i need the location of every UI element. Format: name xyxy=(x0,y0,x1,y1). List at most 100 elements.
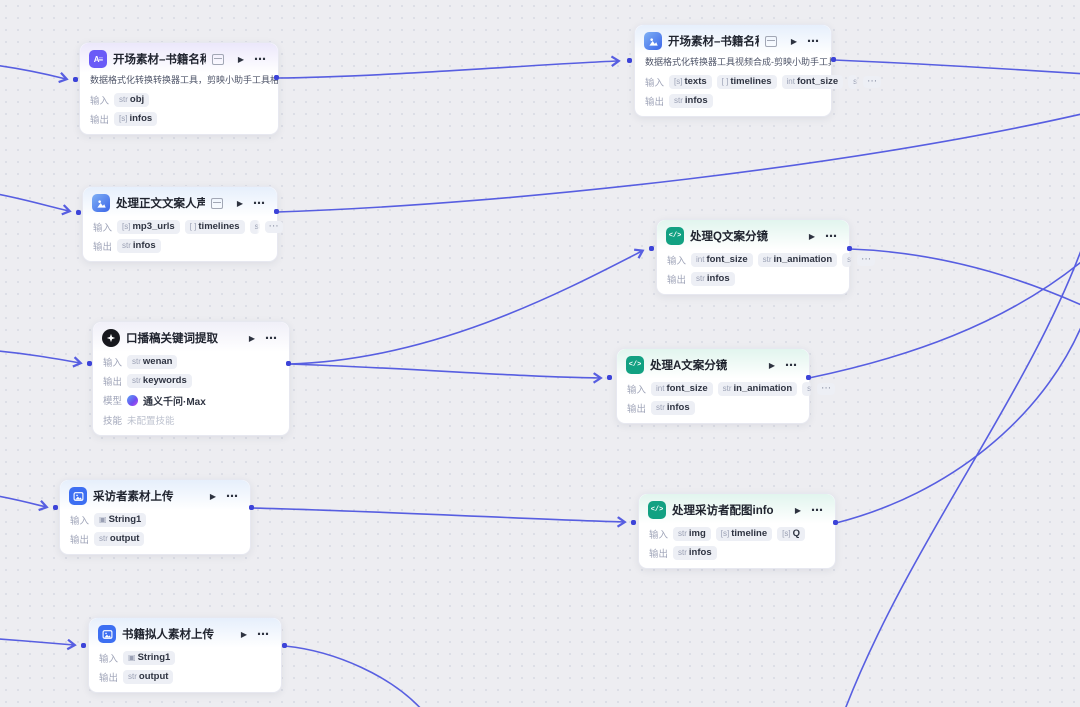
node-menu-button[interactable]: ⋯ xyxy=(257,627,270,641)
output-port[interactable] xyxy=(831,57,836,62)
input-port[interactable] xyxy=(73,77,78,82)
input-port[interactable] xyxy=(627,58,632,63)
param-tag[interactable]: [s]timeline xyxy=(715,526,773,541)
run-node-button[interactable]: ▶ xyxy=(236,198,243,208)
more-params-button[interactable]: ⋯ xyxy=(857,253,876,266)
image-upload-icon xyxy=(69,487,87,505)
run-node-button[interactable]: ▶ xyxy=(237,54,244,64)
run-node-button[interactable]: ▶ xyxy=(768,360,775,370)
edge xyxy=(0,638,74,645)
output-port[interactable] xyxy=(249,505,254,510)
node-card-kaichang-guiyihua[interactable]: A≡ 开场素材–书籍名称数据归一化 ▶ ⋯ 数据格式化转换转换器工具，剪映小助手… xyxy=(79,42,279,135)
more-params-button[interactable]: ⋯ xyxy=(863,75,882,88)
code-icon: </> xyxy=(666,227,684,245)
node-menu-button[interactable]: ⋯ xyxy=(811,503,824,517)
edge xyxy=(288,251,642,365)
node-menu-button[interactable]: ⋯ xyxy=(226,489,239,503)
edge xyxy=(0,350,80,363)
more-params-button[interactable]: ⋯ xyxy=(817,382,836,395)
param-tag[interactable]: [s]texts xyxy=(669,74,712,89)
node-menu-button[interactable]: ⋯ xyxy=(825,229,838,243)
skill-row: 技能 未配置技能 xyxy=(93,410,289,435)
input-row: 输入 ▣String1 xyxy=(89,648,281,667)
model-logo-icon xyxy=(127,394,139,406)
edge xyxy=(284,645,421,707)
input-port[interactable] xyxy=(81,643,86,648)
output-port[interactable] xyxy=(274,209,279,214)
node-title: 处理采访者配图info xyxy=(672,505,774,517)
node-header: 处理正文文案人声信息 ▶ ⋯ xyxy=(83,187,277,217)
node-card-kaichang-xinxichuli[interactable]: 开场素材–书籍名称信息处理 ▶ ⋯ 数据格式化转换器工具视频合成-剪映小助手工具… xyxy=(634,24,882,117)
edge xyxy=(835,327,1080,524)
model-name: 通义千问·Max xyxy=(143,396,206,408)
param-tag[interactable]: [s]mp3_urls xyxy=(117,219,180,234)
input-port[interactable] xyxy=(649,246,654,251)
param-tag[interactable]: ▣String1 xyxy=(94,512,147,527)
output-port[interactable] xyxy=(282,643,287,648)
input-port[interactable] xyxy=(53,505,58,510)
run-node-button[interactable]: ▶ xyxy=(790,36,797,46)
output-port[interactable] xyxy=(274,75,279,80)
param-tag[interactable]: [ ]timelines xyxy=(716,74,777,89)
node-menu-button[interactable]: ⋯ xyxy=(253,196,266,210)
param-tag[interactable]: [ ]timelines xyxy=(184,219,245,234)
param-tag[interactable]: [s]Q xyxy=(777,526,805,541)
param-tag[interactable]: straudio_effect xyxy=(249,219,260,234)
input-port[interactable] xyxy=(76,210,81,215)
node-header: </> 处理Q文案分镜 ▶ ⋯ xyxy=(657,220,849,250)
node-title: 开场素材–书籍名称数据归一化 xyxy=(113,54,206,66)
output-port[interactable] xyxy=(806,375,811,380)
node-menu-button[interactable]: ⋯ xyxy=(254,52,267,66)
node-header: </> 处理A文案分镜 ▶ ⋯ xyxy=(617,349,809,379)
more-params-button[interactable]: ⋯ xyxy=(264,220,283,233)
input-port[interactable] xyxy=(607,375,612,380)
run-node-button[interactable]: ▶ xyxy=(240,629,247,639)
node-menu-button[interactable]: ⋯ xyxy=(785,358,798,372)
edge xyxy=(288,363,600,378)
node-menu-button[interactable]: ⋯ xyxy=(807,34,820,48)
run-node-button[interactable]: ▶ xyxy=(248,333,255,343)
output-port[interactable] xyxy=(833,520,838,525)
run-node-button[interactable]: ▶ xyxy=(808,231,815,241)
output-port[interactable] xyxy=(847,246,852,251)
node-card-zhengwen-rensheng[interactable]: 处理正文文案人声信息 ▶ ⋯ 输入 [s]mp3_urls [ ]timelin… xyxy=(82,186,283,262)
node-menu-button[interactable]: ⋯ xyxy=(265,331,278,345)
input-port[interactable] xyxy=(631,520,636,525)
run-node-button[interactable]: ▶ xyxy=(209,491,216,501)
run-node-button[interactable]: ▶ xyxy=(794,505,801,515)
node-description: 数据格式化转换转换器工具，剪映小助手工具格式生成器 xyxy=(90,75,278,85)
output-port[interactable] xyxy=(286,361,291,366)
node-header: 开场素材–书籍名称信息处理 ▶ ⋯ xyxy=(635,25,831,55)
param-tag[interactable]: [s]infos xyxy=(114,111,158,126)
param-tag[interactable]: ▣String1 xyxy=(123,650,176,665)
input-port[interactable] xyxy=(87,361,92,366)
